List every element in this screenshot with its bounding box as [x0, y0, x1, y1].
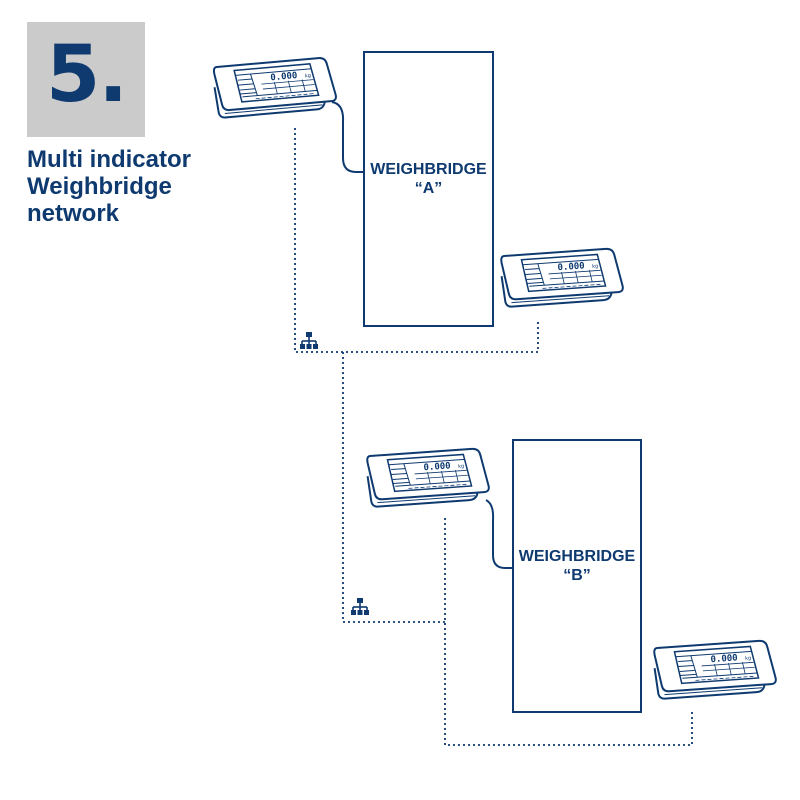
weighbridge-a-name: WEIGHBRIDGE	[370, 161, 487, 178]
indicator-reading: 0.000	[423, 461, 451, 473]
indicator-a2: 0.000 kg	[499, 246, 625, 309]
indicator-unit: kg	[592, 263, 598, 269]
title-line-3: network	[27, 200, 120, 227]
indicator-b1: 0.000 kg	[365, 446, 491, 509]
indicator-unit: kg	[745, 655, 751, 661]
page-title: Multi indicator Weighbridge network	[27, 146, 227, 227]
indicator-b2: 0.000 kg	[652, 638, 778, 701]
indicator-a1: 0.000 kg	[211, 55, 338, 120]
weighbridge-a-label: WEIGHBRIDGE “A”	[364, 160, 493, 198]
weighbridge-b-box	[512, 439, 642, 713]
cable-a	[331, 101, 364, 173]
network-line-link	[342, 352, 445, 623]
network-icon	[350, 597, 370, 616]
weighbridge-b-name: WEIGHBRIDGE	[518, 548, 636, 565]
weighbridge-a-id: “A”	[414, 180, 443, 197]
network-line-b	[444, 518, 693, 746]
indicator-reading: 0.000	[270, 71, 298, 83]
step-number-box: 5.	[27, 22, 145, 137]
indicator-reading: 0.000	[557, 261, 585, 273]
network-line-a	[294, 128, 539, 353]
cable-b	[485, 499, 513, 569]
indicator-unit: kg	[458, 463, 464, 469]
indicator-unit: kg	[305, 73, 312, 80]
step-number: 5.	[46, 30, 128, 120]
title-line-2: Weighbridge	[27, 173, 172, 200]
weighbridge-b-id: “B”	[563, 567, 591, 584]
network-icon	[299, 331, 319, 350]
weighbridge-b-label: WEIGHBRIDGE “B”	[513, 547, 641, 585]
weighbridge-a-box	[363, 51, 494, 327]
indicator-reading: 0.000	[710, 653, 738, 665]
title-line-1: Multi indicator	[27, 146, 191, 173]
